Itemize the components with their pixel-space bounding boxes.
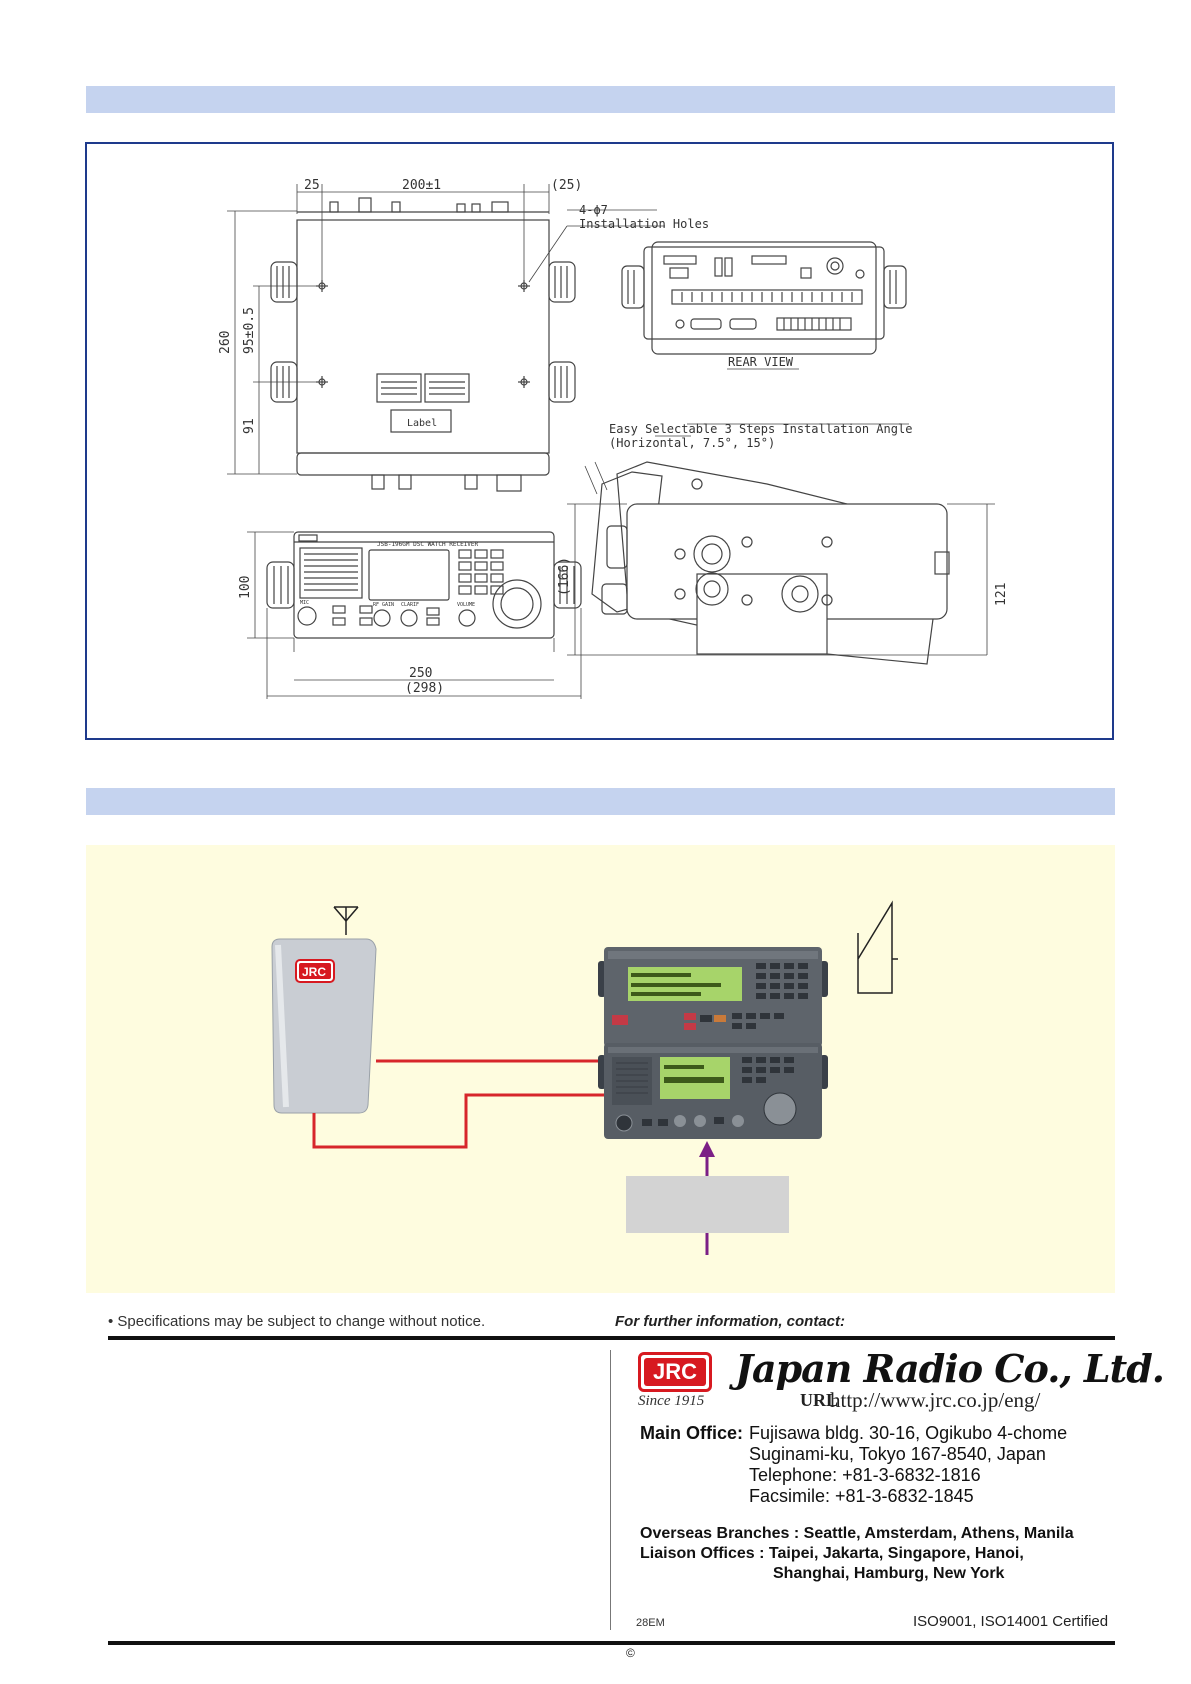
transceiver-unit-image bbox=[598, 947, 828, 1047]
antenna-icon bbox=[333, 906, 359, 935]
dim-91: 91 bbox=[242, 418, 257, 434]
office-telephone: Telephone: +81-3-6832-1816 bbox=[749, 1465, 981, 1485]
dim-25-ref: (25) bbox=[551, 178, 582, 193]
external-equipment-box bbox=[626, 1176, 789, 1233]
since-text: Since 1915 bbox=[638, 1393, 705, 1409]
dim-298: (298) bbox=[405, 681, 444, 696]
liaison-offices-cont: Shanghai, Hamburg, New York bbox=[773, 1565, 1005, 1582]
dimension-drawing-panel: 25 200±1 (25) 4-ϕ7 Installation Holes La… bbox=[85, 142, 1114, 740]
top-rule bbox=[108, 1336, 1115, 1340]
front-model-label: JSB-196GM DSC WATCH RECEIVER bbox=[377, 541, 479, 548]
dim-260: 260 bbox=[218, 331, 233, 354]
cable-2 bbox=[312, 1093, 616, 1149]
office-facsimile: Facsimile: +81-3-6832-1845 bbox=[749, 1486, 974, 1506]
jrc-badge-text: JRC bbox=[302, 965, 326, 979]
angle-caption: Easy Selectable 3 Steps Installation Ang… bbox=[609, 422, 912, 436]
jrc-badge: JRC bbox=[295, 959, 335, 983]
copyright-symbol: © bbox=[626, 1646, 635, 1660]
dim-250: 250 bbox=[409, 666, 432, 681]
office-address-line-2: Suginami-ku, Tokyo 167-8540, Japan bbox=[749, 1444, 1046, 1464]
main-office-label: Main Office: bbox=[640, 1423, 744, 1443]
dim-121: 121 bbox=[994, 583, 1009, 606]
system-diagram: JRC bbox=[271, 900, 898, 1255]
watch-receiver-unit-image bbox=[598, 1043, 828, 1139]
whip-antenna-icon bbox=[857, 900, 898, 994]
vertical-divider bbox=[610, 1350, 611, 1630]
company-name: Japan Radio Co., Ltd. bbox=[735, 1346, 1165, 1391]
top-view bbox=[227, 184, 665, 492]
holes-label: 4-ϕ7 bbox=[579, 203, 608, 217]
dimension-drawing: 25 200±1 (25) 4-ϕ7 Installation Holes La… bbox=[218, 178, 1009, 699]
rear-view-caption: REAR VIEW bbox=[728, 355, 794, 369]
jrc-logo-text: JRC bbox=[644, 1358, 706, 1386]
label-plate: Label bbox=[407, 418, 437, 429]
angle-options: (Horizontal, 7.5°, 15°) bbox=[609, 436, 775, 450]
knob-label-rfgain: RF GAIN bbox=[373, 602, 394, 608]
iso-certification: ISO9001, ISO14001 Certified bbox=[913, 1613, 1109, 1630]
knob-label-volume: VOLUME bbox=[457, 602, 475, 608]
overseas-branches: Overseas Branches : Seattle, Amsterdam, … bbox=[640, 1525, 1074, 1542]
holes-caption: Installation Holes bbox=[579, 217, 709, 231]
rear-view bbox=[621, 241, 907, 370]
dim-100: 100 bbox=[238, 576, 253, 599]
system-configuration-panel: JRC bbox=[86, 845, 1115, 1293]
dim-200: 200±1 bbox=[402, 178, 441, 193]
knob-label-clarif: CLARIF bbox=[401, 602, 419, 608]
spec-notice: • Specifications may be subject to chang… bbox=[108, 1313, 486, 1330]
dim-166: (166) bbox=[557, 557, 572, 596]
jrc-logo: JRC bbox=[638, 1352, 712, 1392]
bottom-rule bbox=[108, 1641, 1115, 1645]
knob-label-mic: MIC bbox=[300, 600, 309, 606]
side-view bbox=[567, 423, 995, 665]
contact-heading: For further information, contact: bbox=[615, 1313, 845, 1330]
dim-95: 95±0.5 bbox=[242, 307, 257, 354]
company-url[interactable]: http://www.jrc.co.jp/eng/ bbox=[830, 1388, 1041, 1412]
liaison-offices: Liaison Offices : Taipei, Jakarta, Singa… bbox=[640, 1545, 1024, 1562]
front-view bbox=[247, 531, 582, 699]
office-address-line-1: Fujisawa bldg. 30-16, Ogikubo 4-chome bbox=[749, 1423, 1068, 1443]
url-label: URL bbox=[800, 1390, 839, 1410]
section-header-band-2 bbox=[86, 788, 1115, 815]
dim-25: 25 bbox=[304, 178, 320, 193]
section-header-band-1 bbox=[86, 86, 1115, 113]
catalog-code: 28EM bbox=[636, 1617, 665, 1629]
